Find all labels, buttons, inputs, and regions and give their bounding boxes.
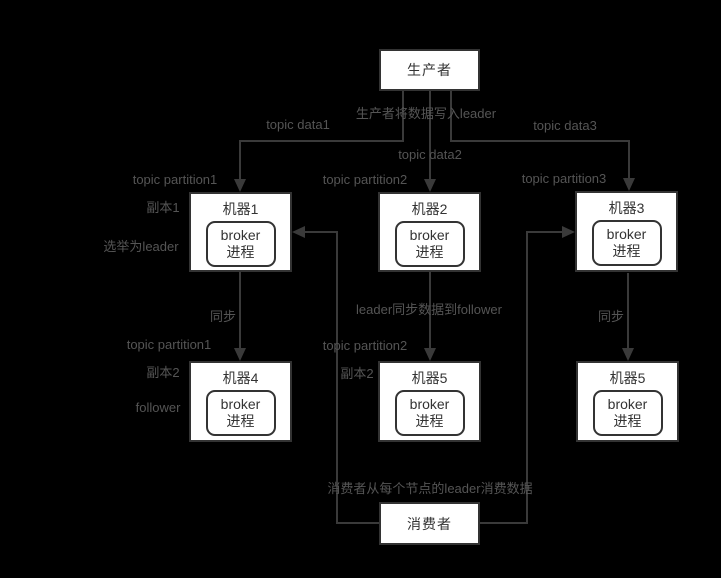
connector-line bbox=[526, 231, 562, 233]
arrowhead-down-icon bbox=[234, 348, 246, 361]
annotation-topic-partition2-top: topic partition2 bbox=[322, 172, 408, 187]
broker-label-line1: broker bbox=[409, 226, 450, 243]
broker-box: broker 进程 bbox=[591, 220, 662, 266]
annotation-topic-partition3-top: topic partition3 bbox=[521, 171, 607, 186]
machine4-node: 机器4 broker 进程 bbox=[189, 361, 292, 442]
arrowhead-right-icon bbox=[562, 226, 575, 238]
annotation-replica2-mid: 副本2 bbox=[340, 366, 374, 381]
annotation-replica1: 副本1 bbox=[146, 200, 180, 215]
broker-label-line2: 进程 bbox=[415, 244, 444, 260]
machine3-node: 机器3 broker 进程 bbox=[575, 191, 678, 272]
broker-label-line2: 进程 bbox=[415, 413, 444, 429]
annotation-producer-write: 生产者将数据写入leader bbox=[355, 106, 497, 121]
machine3-label: 机器3 bbox=[608, 200, 645, 216]
annotation-topic-data1: topic data1 bbox=[266, 117, 330, 132]
broker-label-line2: 进程 bbox=[226, 413, 255, 429]
connector-line bbox=[429, 91, 431, 179]
machine2-node: 机器2 broker 进程 bbox=[378, 192, 481, 272]
arrowhead-down-icon bbox=[622, 348, 634, 361]
machine1-label: 机器1 bbox=[222, 201, 259, 217]
producer-label: 生产者 bbox=[407, 62, 452, 78]
connector-line bbox=[239, 140, 241, 179]
connector-line bbox=[402, 91, 404, 142]
arrowhead-down-icon bbox=[424, 348, 436, 361]
machine6-node: 机器5 broker 进程 bbox=[576, 361, 679, 442]
broker-box: broker 进程 bbox=[394, 390, 465, 436]
annotation-consumer-read: 消费者从每个节点的leader消费数据 bbox=[327, 481, 533, 496]
broker-label-line2: 进程 bbox=[613, 413, 642, 429]
consumer-label: 消费者 bbox=[407, 515, 452, 532]
annotation-topic-data2: topic data2 bbox=[398, 147, 462, 162]
broker-label-line1: broker bbox=[220, 226, 261, 243]
broker-label-line1: broker bbox=[409, 395, 450, 412]
broker-label-line1: broker bbox=[220, 395, 261, 412]
broker-label-line1: broker bbox=[606, 225, 647, 242]
connector-line bbox=[336, 231, 338, 523]
arrowhead-left-icon bbox=[292, 226, 305, 238]
broker-box: broker 进程 bbox=[205, 221, 276, 267]
annotation-topic-partition2-bottom: topic partition2 bbox=[322, 338, 408, 353]
machine6-label: 机器5 bbox=[609, 370, 646, 386]
connector-line bbox=[450, 140, 630, 142]
connector-line bbox=[450, 91, 452, 142]
arrowhead-down-icon bbox=[623, 178, 635, 191]
connector-line bbox=[628, 140, 630, 178]
connector-line bbox=[480, 522, 528, 524]
connector-line bbox=[239, 272, 241, 348]
broker-label-line1: broker bbox=[607, 395, 648, 412]
arrowhead-down-icon bbox=[424, 179, 436, 192]
machine2-label: 机器2 bbox=[411, 201, 448, 217]
producer-node: 生产者 bbox=[379, 49, 480, 91]
connector-line bbox=[239, 140, 404, 142]
connector-line bbox=[305, 231, 338, 233]
broker-box: broker 进程 bbox=[592, 390, 663, 436]
annotation-topic-partition1-top: topic partition1 bbox=[132, 172, 218, 187]
annotation-sync-mid: leader同步数据到follower bbox=[356, 302, 502, 317]
annotation-sync-right: 同步 bbox=[597, 309, 625, 324]
machine1-node: 机器1 broker 进程 bbox=[189, 192, 292, 272]
broker-label-line2: 进程 bbox=[612, 243, 641, 259]
connector-line bbox=[429, 272, 431, 348]
annotation-topic-data3: topic data3 bbox=[533, 118, 597, 133]
consumer-node: 消费者 bbox=[379, 502, 480, 545]
connector-line bbox=[627, 273, 629, 348]
machine4-label: 机器4 bbox=[222, 370, 259, 386]
broker-box: broker 进程 bbox=[394, 221, 465, 267]
machine5-label: 机器5 bbox=[411, 370, 448, 386]
annotation-sync-left: 同步 bbox=[209, 309, 237, 324]
arrowhead-down-icon bbox=[234, 179, 246, 192]
annotation-replica2-left: 副本2 bbox=[146, 365, 180, 380]
annotation-topic-partition1-bottom: topic partition1 bbox=[126, 337, 212, 352]
broker-box: broker 进程 bbox=[205, 390, 276, 436]
annotation-follower: follower bbox=[135, 400, 181, 415]
machine5-node: 机器5 broker 进程 bbox=[378, 361, 481, 442]
connector-line bbox=[526, 231, 528, 523]
connector-line bbox=[336, 522, 379, 524]
annotation-elected-leader: 选举为leader bbox=[103, 239, 179, 254]
broker-label-line2: 进程 bbox=[226, 244, 255, 260]
